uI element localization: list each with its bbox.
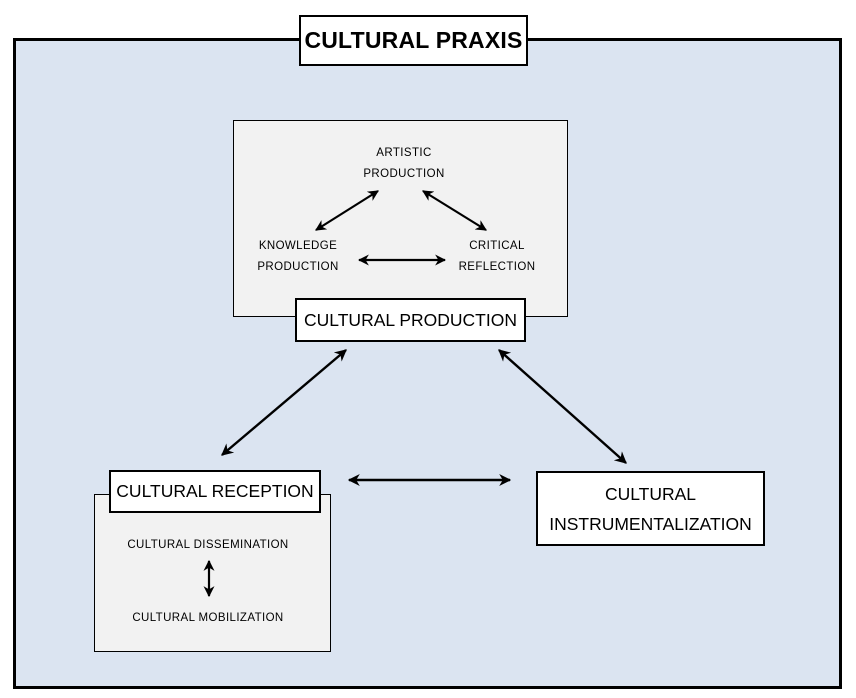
critical-line-2: REFLECTION <box>458 261 536 273</box>
cultural-dissemination-label: CULTURAL DISSEMINATION <box>127 539 289 551</box>
artistic-production-label: ARTISTIC PRODUCTION <box>354 143 454 185</box>
cultural-mobilization-label: CULTURAL MOBILIZATION <box>132 612 284 624</box>
artistic-line-2: PRODUCTION <box>363 168 445 180</box>
critical-reflection-label: CRITICAL REFLECTION <box>448 236 546 278</box>
instrumentalization-line-1: CULTURAL <box>604 483 697 504</box>
cultural-production-box: CULTURAL PRODUCTION <box>295 298 526 342</box>
critical-line-1: CRITICAL <box>469 240 525 252</box>
knowledge-production-label: KNOWLEDGE PRODUCTION <box>246 236 350 278</box>
cultural-instrumentalization-box: CULTURAL INSTRUMENTALIZATION <box>536 471 765 546</box>
knowledge-line-1: KNOWLEDGE <box>258 240 338 252</box>
cultural-production-panel <box>233 120 568 317</box>
artistic-line-1: ARTISTIC <box>376 147 432 159</box>
cultural-reception-box: CULTURAL RECEPTION <box>109 470 321 513</box>
diagram-title: CULTURAL PRAXIS <box>299 15 528 66</box>
knowledge-line-2: PRODUCTION <box>257 261 339 273</box>
instrumentalization-line-2: INSTRUMENTALIZATION <box>549 513 752 534</box>
